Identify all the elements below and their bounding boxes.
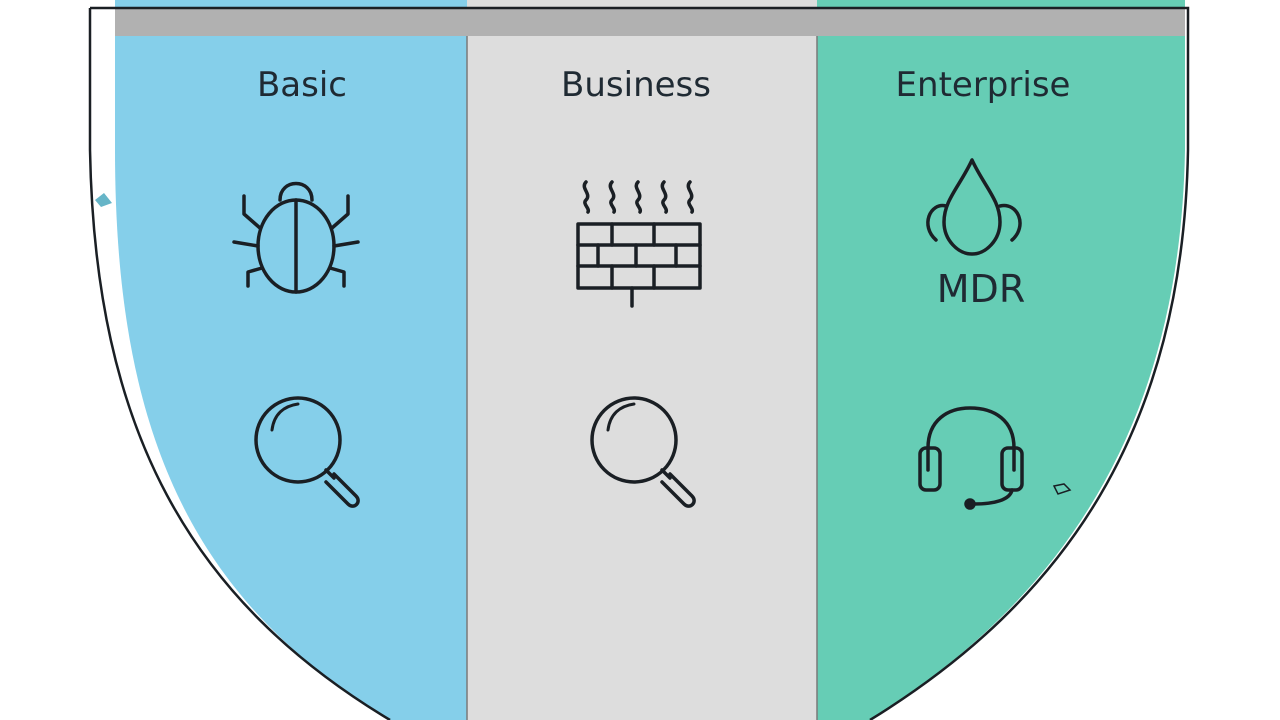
firewall-icon — [576, 180, 702, 308]
bug-icon — [232, 181, 360, 294]
droplet-icon — [926, 158, 1022, 256]
enterprise-column — [817, 0, 1185, 720]
shield-outline-left — [88, 8, 391, 720]
sketch-mark-right — [1052, 483, 1072, 495]
top-bar — [115, 8, 1185, 36]
basic-title: Basic — [257, 65, 347, 105]
magnifier-icon — [590, 396, 696, 508]
enterprise-title: Enterprise — [896, 65, 1071, 105]
shield-outline-right — [90, 6, 1190, 720]
sketch-mark-left — [95, 193, 112, 207]
headset-icon — [918, 406, 1024, 510]
magnifier-icon — [254, 396, 360, 508]
basic-column — [115, 0, 467, 720]
business-column — [467, 0, 817, 720]
business-title: Business — [561, 65, 711, 105]
mdr-badge: MDR — [937, 267, 1025, 311]
